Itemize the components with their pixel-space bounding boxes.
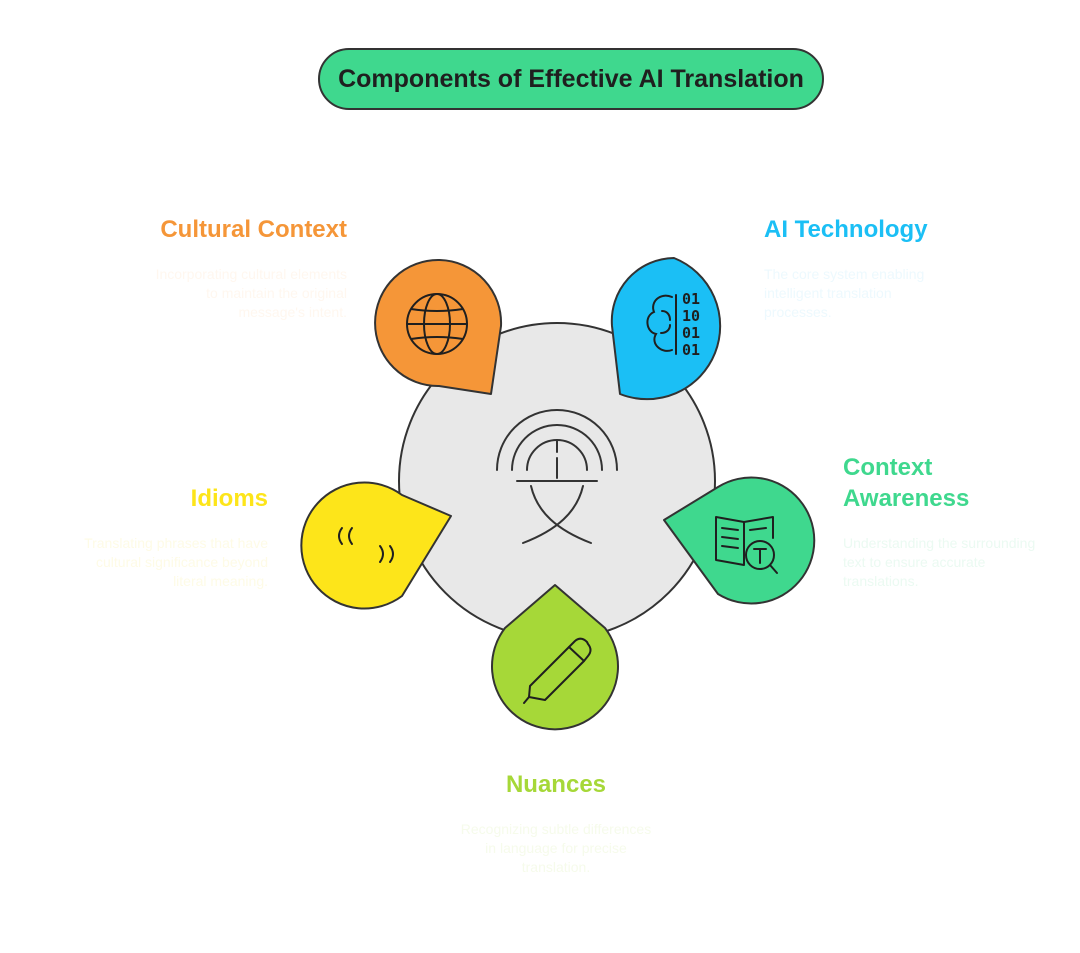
ai-technology-description: The core system enabling intelligent tra… xyxy=(764,266,925,320)
context-awareness-label: Context Awareness xyxy=(843,454,970,512)
nuances-node xyxy=(491,584,619,731)
translation-character-icon xyxy=(496,409,618,544)
cultural-context-description: Incorporating cultural elements to maint… xyxy=(155,266,347,320)
book-search-icon xyxy=(715,516,778,574)
title-banner: Components of Effective AI Translation xyxy=(318,48,824,110)
idioms-node xyxy=(300,481,452,610)
quotes-icon xyxy=(338,527,394,563)
svg-text:01: 01 xyxy=(682,290,700,308)
idioms-description: Translating phrases that have cultural s… xyxy=(84,535,268,589)
ai-technology-label: AI Technology xyxy=(764,216,928,243)
svg-text:01: 01 xyxy=(682,341,700,359)
ai-technology-node xyxy=(610,257,722,401)
svg-text:01: 01 xyxy=(682,324,700,342)
pen-icon xyxy=(523,637,592,704)
globe-icon xyxy=(406,293,468,355)
idioms-label: Idioms xyxy=(190,485,268,512)
context-awareness-description: Understanding the surrounding text to en… xyxy=(843,535,1036,589)
svg-text:10: 10 xyxy=(682,307,700,325)
page-title: Components of Effective AI Translation xyxy=(338,64,804,93)
nuances-description: Recognizing subtle differences in langua… xyxy=(460,821,652,875)
brain-binary-icon xyxy=(646,294,677,355)
cultural-context-node xyxy=(374,259,503,395)
binary-digits: 01 10 01 01 xyxy=(682,290,700,359)
cultural-context-label: Cultural Context xyxy=(160,216,347,243)
nuances-label: Nuances xyxy=(505,771,607,798)
